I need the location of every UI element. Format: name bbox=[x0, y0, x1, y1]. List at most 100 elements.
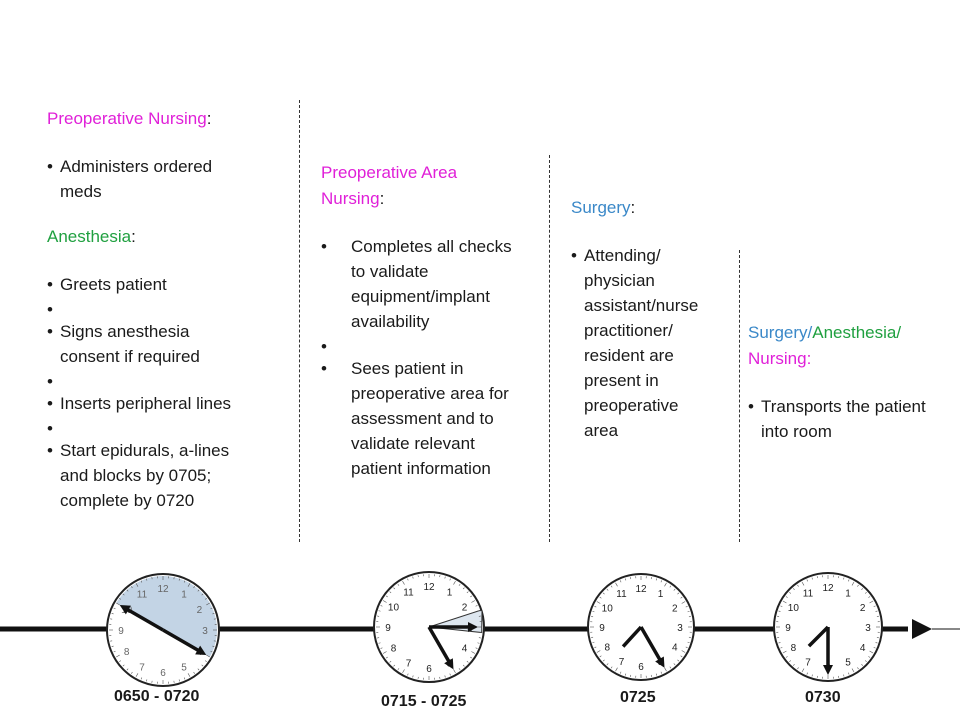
clock-tick bbox=[681, 650, 686, 653]
clock-numeral: 11 bbox=[803, 588, 814, 599]
clock-tick bbox=[680, 596, 683, 599]
clock-tick bbox=[204, 598, 207, 600]
clock-numeral: 7 bbox=[805, 658, 811, 669]
clock-tick bbox=[655, 673, 658, 676]
clock-tick bbox=[615, 582, 618, 587]
clock-tick bbox=[193, 586, 195, 589]
clock-tick bbox=[201, 593, 204, 596]
clock-tick bbox=[806, 672, 808, 675]
clock-numeral: 12 bbox=[822, 583, 834, 594]
list-item: Sees patient in preoperative area for as… bbox=[321, 356, 521, 481]
clock-numeral: 1 bbox=[447, 587, 453, 598]
clock-0730: 123456789101112 bbox=[773, 572, 883, 682]
clock-tick bbox=[204, 660, 207, 662]
clock-tick bbox=[596, 601, 601, 604]
clock-tick bbox=[402, 580, 405, 585]
clock-tick bbox=[873, 605, 876, 607]
clock-numeral: 1 bbox=[658, 589, 664, 600]
clock-tick bbox=[444, 675, 446, 678]
clock-tick bbox=[778, 642, 781, 644]
clock-tick bbox=[135, 583, 139, 587]
clock-tick bbox=[470, 595, 473, 598]
clock-tick bbox=[594, 605, 597, 608]
clock-tick bbox=[187, 673, 191, 677]
clock-tick bbox=[785, 656, 788, 658]
clock-tick bbox=[140, 580, 143, 583]
anesthesia-list: Greets patient Signs anesthesia consent … bbox=[47, 272, 277, 513]
clock-tick bbox=[797, 667, 799, 670]
clock-tick bbox=[792, 588, 795, 591]
clock-tick bbox=[868, 596, 871, 598]
timeline-arrowhead bbox=[912, 619, 932, 639]
clock-tick bbox=[402, 669, 405, 674]
clock-tick bbox=[449, 673, 451, 676]
clock-tick bbox=[397, 668, 400, 671]
clock-tick bbox=[606, 663, 609, 666]
clock-tick bbox=[382, 600, 387, 603]
clock-tick bbox=[685, 646, 688, 649]
clock-label-0730: 0730 bbox=[805, 689, 841, 706]
clock-tick bbox=[594, 646, 597, 649]
clock-tick bbox=[864, 660, 867, 663]
clock-numeral: 8 bbox=[391, 644, 397, 655]
clock-hand-arrow bbox=[195, 645, 207, 655]
clock-tick bbox=[596, 650, 601, 653]
clock-tick bbox=[393, 664, 396, 667]
clock-tick bbox=[385, 595, 388, 598]
clock-tick bbox=[664, 667, 667, 672]
clock-tick bbox=[122, 593, 125, 596]
clock-tick bbox=[606, 588, 609, 591]
clock-numeral: 7 bbox=[619, 657, 625, 668]
clock-tick bbox=[477, 610, 480, 612]
clock-tick bbox=[797, 584, 799, 587]
clock-tick bbox=[687, 610, 690, 613]
clock-numeral: 2 bbox=[860, 603, 866, 614]
clock-tick bbox=[412, 675, 414, 678]
clock-tick bbox=[861, 663, 864, 666]
clock-tick bbox=[475, 647, 478, 649]
clock-hand-arrow bbox=[444, 658, 454, 670]
clock-tick bbox=[848, 672, 850, 675]
clock-hand-arrow bbox=[468, 622, 478, 632]
clock-tick bbox=[857, 667, 859, 670]
clock-numeral: 8 bbox=[604, 643, 610, 654]
team-heading: Surgery/Anesthesia/Nursing: bbox=[748, 323, 902, 368]
clock-tick bbox=[619, 671, 622, 674]
clock-tick bbox=[466, 591, 469, 594]
clock-tick bbox=[113, 607, 116, 610]
clock-tick bbox=[146, 578, 148, 581]
clock-tick bbox=[801, 668, 805, 673]
clock-tick bbox=[201, 664, 204, 667]
clock-tick bbox=[848, 579, 850, 582]
clock-tick bbox=[660, 580, 663, 583]
clock-numeral: 7 bbox=[406, 659, 412, 670]
clock-tick bbox=[864, 591, 867, 594]
clock-0725: 123456789101112 bbox=[587, 573, 695, 681]
clock-tick bbox=[801, 581, 805, 586]
clock-tick bbox=[681, 601, 686, 604]
clock-numeral: 9 bbox=[599, 623, 605, 634]
clock-tick bbox=[875, 642, 878, 644]
clock-tick bbox=[462, 587, 465, 590]
team-list: Transports the patient into room bbox=[748, 394, 948, 444]
clock-tick bbox=[655, 578, 658, 581]
divider-2 bbox=[549, 155, 550, 542]
clock-tick bbox=[471, 600, 476, 603]
clock-tick bbox=[116, 654, 120, 658]
clock-tick bbox=[126, 589, 129, 592]
clock-numeral: 5 bbox=[181, 662, 187, 673]
clock-tick bbox=[126, 668, 129, 671]
clock-tick bbox=[615, 667, 618, 672]
divider-1 bbox=[299, 100, 300, 542]
clock-tick bbox=[131, 671, 133, 674]
column-surgery: Surgery: Attending/ physician assistant/… bbox=[571, 195, 731, 443]
clock-hour-hand bbox=[807, 625, 830, 648]
clock-numeral: 4 bbox=[860, 643, 866, 654]
clock-tick bbox=[197, 668, 200, 671]
clock-tick bbox=[599, 596, 602, 599]
clock-hand-arrow bbox=[119, 605, 131, 615]
clock-tick bbox=[206, 602, 210, 606]
clock-tick bbox=[407, 578, 409, 581]
clock-tick bbox=[116, 602, 120, 606]
clock-tick bbox=[875, 610, 878, 612]
